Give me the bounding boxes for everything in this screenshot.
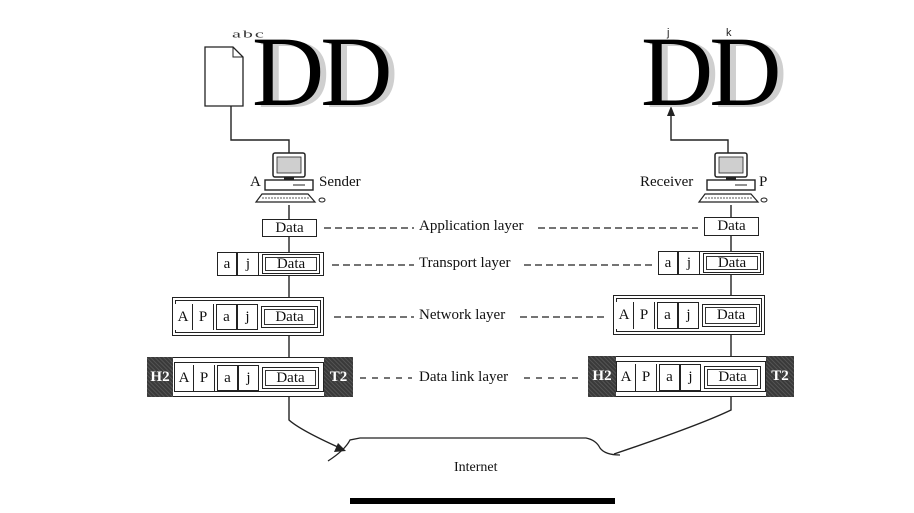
receiver-letter-k: k — [726, 27, 732, 39]
transport-layer-label: Transport layer — [416, 255, 514, 272]
receiver-datalink-port-src: a — [659, 364, 680, 391]
sender-network-data: Data — [261, 306, 318, 328]
sender-network-addr-dst: P — [193, 304, 214, 330]
sender-app-data: Data — [262, 219, 317, 237]
receiver-big-letters: DD — [641, 16, 781, 127]
receiver-network-data: Data — [702, 304, 760, 327]
sender-doc-letters: abc — [232, 28, 266, 41]
sender-datalink-trailer: T2 — [324, 357, 353, 397]
receiver-network-addr-dst: P — [634, 302, 655, 329]
sender-transport-data: Data — [262, 254, 320, 274]
sender-network-port-src: a — [216, 304, 237, 330]
sender-datalink-port-src: a — [217, 365, 238, 391]
document-icon — [204, 46, 244, 107]
receiver-datalink-addr-dst: P — [636, 364, 657, 391]
receiver-network-port-src: a — [657, 302, 678, 329]
sender-transport-port-dst: j — [237, 252, 259, 276]
internet-label: Internet — [454, 460, 498, 475]
receiver-datalink-addr-src: A — [617, 364, 636, 391]
receiver-transport-data: Data — [703, 253, 761, 273]
sender-transport-port-src: a — [217, 252, 237, 276]
receiver-network-port-dst: j — [678, 302, 699, 329]
datalink-layer-label: Data link layer — [416, 369, 512, 386]
sender-datalink-data: Data — [262, 367, 319, 389]
network-layer-label: Network layer — [416, 307, 509, 324]
receiver-datalink-header: H2 — [588, 356, 616, 397]
sender-computer-icon — [254, 152, 326, 203]
receiver-letter-j: j — [667, 27, 670, 39]
receiver-app-data: Data — [704, 217, 759, 236]
sender-big-letters: DD — [252, 16, 392, 127]
sender-datalink-addr-src: A — [175, 365, 194, 391]
receiver-computer-icon — [697, 152, 768, 203]
bottom-rule — [350, 498, 615, 504]
receiver-datalink-data: Data — [704, 366, 761, 389]
receiver-datalink-port-dst: j — [680, 364, 701, 391]
receiver-station-label: Receiver — [640, 174, 694, 190]
sender-network-port-dst: j — [237, 304, 258, 330]
sender-station-letter: A — [250, 174, 261, 190]
application-layer-label: Application layer — [416, 218, 527, 235]
receiver-network-addr-src: A — [615, 302, 634, 329]
sender-datalink-port-dst: j — [238, 365, 259, 391]
sender-network-addr-src: A — [174, 304, 193, 330]
sender-datalink-header: H2 — [147, 357, 173, 397]
receiver-transport-port-dst: j — [678, 251, 700, 275]
receiver-datalink-trailer: T2 — [766, 356, 794, 397]
sender-datalink-addr-dst: P — [194, 365, 215, 391]
receiver-transport-port-src: a — [658, 251, 678, 275]
sender-station-label: Sender — [319, 174, 361, 190]
receiver-station-letter: P — [759, 174, 768, 190]
